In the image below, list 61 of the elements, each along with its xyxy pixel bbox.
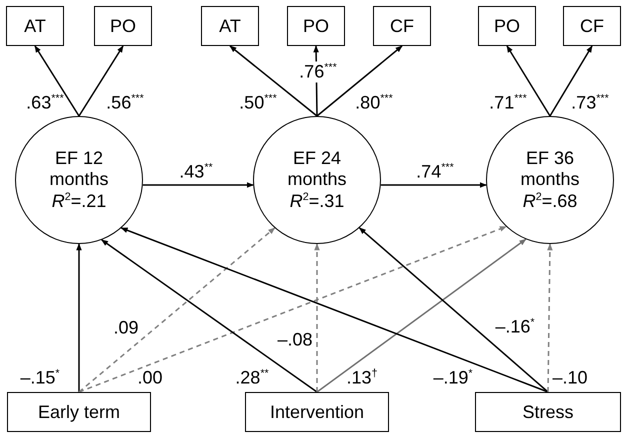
edge-label: .73$^{***}$ (570, 92, 610, 114)
arrow (101, 239, 318, 393)
node-label: R$^{2}$=.21 (52, 190, 106, 212)
node-label: Early term (38, 402, 120, 422)
edge-label: .43$^{**}$ (178, 162, 214, 182)
node-label: EF 36 months (519, 148, 581, 191)
arrow (358, 227, 548, 393)
variable-box (563, 6, 621, 46)
edge-label: .74$^{***}$ (415, 162, 455, 182)
arrow (78, 45, 124, 116)
edge-label: –.19$^{*}$ (432, 368, 474, 388)
variable-box (94, 6, 152, 46)
arrow (120, 227, 548, 393)
arrow (314, 243, 320, 392)
edge-label: –.10 (551, 368, 589, 388)
variable-box (201, 6, 259, 46)
edge-label: .71$^{***}$ (488, 92, 528, 114)
edge-label: .50$^{***}$ (238, 92, 278, 114)
node-label: CF (390, 16, 414, 36)
edge-label: .76$^{***}$ (298, 62, 338, 82)
node-label: R$^{2}$=.68 (522, 190, 578, 212)
variable-box (7, 392, 151, 432)
variable-box (475, 392, 621, 432)
node-label: CF (580, 16, 604, 36)
edge-label: .00 (136, 368, 164, 388)
node-label: PO (494, 16, 520, 36)
arrow (547, 243, 553, 392)
arrow (142, 182, 254, 188)
edge-label: –.08 (276, 330, 314, 350)
node-label: PO (302, 16, 329, 36)
arrow (76, 243, 82, 392)
arrow (78, 226, 507, 393)
node-label: Stress (522, 402, 574, 422)
arrow (380, 182, 487, 188)
variable-box (478, 6, 536, 46)
edge-label: –.16$^{*}$ (494, 316, 536, 338)
arrow (549, 45, 593, 116)
node-label: EF 24 months (286, 148, 348, 191)
edge-label: .13$^{†}$ (345, 368, 379, 388)
edge-label: .28$^{**}$ (234, 368, 270, 388)
node-label: Intervention (270, 402, 364, 422)
variable-box (245, 392, 389, 432)
node-label: EF 12 months (48, 148, 110, 191)
edge-label: .09 (112, 318, 140, 338)
node-label: AT (219, 16, 241, 36)
edge-label: .80$^{***}$ (354, 92, 394, 114)
edge-label: –.15$^{*}$ (19, 368, 61, 388)
arrow (34, 45, 80, 116)
node-label: PO (110, 16, 136, 36)
variable-box (287, 6, 345, 46)
arrow (316, 45, 403, 117)
edge-label: .56$^{***}$ (105, 92, 145, 114)
arrow (229, 45, 318, 117)
arrow (316, 238, 526, 393)
arrow (506, 45, 551, 116)
node-label: AT (24, 16, 46, 36)
node-label: R$^{2}$=.31 (290, 190, 344, 212)
variable-box (373, 6, 431, 46)
edge-label: .63$^{***}$ (25, 92, 65, 114)
arrow (78, 227, 276, 393)
variable-box (6, 6, 64, 46)
